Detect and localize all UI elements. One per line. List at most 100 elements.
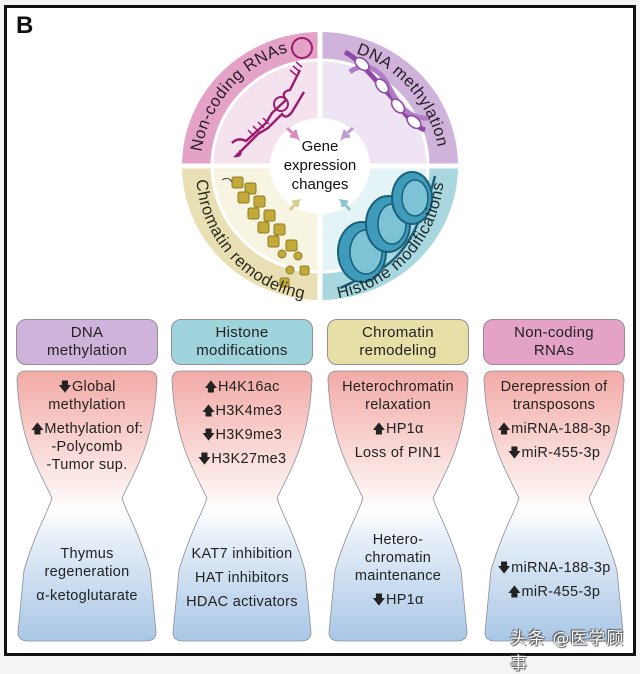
column-header-line: DNA: [70, 324, 104, 341]
list-item: 🡅miR-455-3p: [483, 583, 625, 601]
aging-effects-list: Derepression of transposons 🡅miRNA-188-3p 🡇…: [483, 378, 625, 462]
list-item-text: miR-455-3p: [521, 445, 601, 461]
list-item: -Tumor sup.: [16, 456, 158, 474]
list-item-text: Loss of PIN1: [354, 445, 442, 461]
list-item: 🡇HP1α: [327, 591, 469, 609]
list-item: α-ketoglutarate: [16, 587, 158, 605]
list-item: 🡇H3K9me3: [171, 426, 313, 444]
list-item: 🡇H3K27me3: [171, 450, 313, 468]
list-item: 🡅HP1α: [327, 420, 469, 438]
list-item: Thymus: [16, 545, 158, 563]
rejuvenation-list: 🡇miRNA-188-3p 🡅miR-455-3p: [483, 559, 625, 601]
list-item-text: -Tumor sup.: [46, 457, 128, 473]
list-item-text: KAT7 inhibition: [191, 546, 293, 562]
list-item-text: methylation: [48, 397, 126, 413]
center-disc: [270, 118, 370, 214]
list-item-text: H4K16ac: [217, 379, 280, 395]
list-item-text: miR-455-3p: [521, 584, 601, 600]
arrow-up-icon: 🡅: [507, 584, 522, 599]
rejuvenation-list: Hetero-chromatin maintenance 🡇HP1α: [327, 531, 469, 609]
dna-helix-icon: [343, 49, 431, 133]
list-item: maintenance: [327, 567, 469, 585]
list-item: relaxation: [327, 396, 469, 414]
column-header-line: Histone: [215, 324, 269, 341]
panel-label: B: [16, 12, 34, 39]
column-header-line: methylation: [46, 342, 127, 359]
arrow-up-icon: 🡅: [372, 421, 386, 436]
list-item: Loss of PIN1: [327, 444, 469, 462]
list-item: KAT7 inhibition: [171, 545, 313, 563]
list-item-text: maintenance: [354, 568, 442, 584]
list-item-text: HDAC activators: [186, 594, 298, 610]
ring-separator: [210, 58, 430, 274]
list-item-text: H3K4me3: [215, 403, 283, 419]
column-header-line: remodeling: [359, 342, 437, 359]
list-item: transposons: [483, 396, 625, 414]
list-item: methylation: [16, 396, 158, 414]
column-header-line: RNAs: [533, 342, 575, 359]
center-arrows: [285, 126, 355, 211]
list-item-text: miRNA-188-3p: [511, 421, 611, 437]
column-header-line: Non-coding: [514, 324, 594, 341]
list-item: Hetero-: [327, 531, 469, 549]
hourglass-body: [171, 370, 313, 642]
center-text-line-2: expression: [284, 157, 357, 174]
epigenetic-wheel: Gene expression changes Non-coding RNAs …: [180, 30, 460, 303]
list-item-text: Derepression of: [500, 379, 608, 395]
arrow-up-icon: 🡅: [201, 403, 216, 418]
list-item: HAT inhibitors: [171, 569, 313, 587]
arrow-down-icon: 🡇: [507, 445, 522, 460]
watermark: 头条 @医学顾事: [510, 629, 625, 674]
center-text-line-3: changes: [292, 176, 349, 193]
list-item-text: Global: [71, 379, 116, 395]
list-item-text: HP1α: [385, 421, 424, 437]
list-item-text: miRNA-188-3p: [511, 560, 611, 576]
column-header-line: Chromatin: [362, 324, 434, 341]
list-item: Derepression of: [483, 378, 625, 396]
arrow-down-icon: 🡇: [497, 560, 512, 575]
arrow-down-icon: 🡇: [58, 379, 72, 394]
list-item-text: Heterochromatin: [342, 379, 454, 395]
rejuvenation-list: Thymus regeneration α-ketoglutarate: [16, 545, 158, 605]
hourglass-body: [483, 370, 625, 642]
list-item: 🡅miRNA-188-3p: [483, 420, 625, 438]
list-item-text: H3K9me3: [215, 427, 283, 443]
list-item-text: HP1α: [385, 592, 424, 608]
center-text-line-1: Gene: [302, 138, 339, 155]
list-item: HDAC activators: [171, 593, 313, 611]
arrow-up-icon: 🡅: [204, 379, 218, 394]
list-item: 🡅H4K16ac: [171, 378, 313, 396]
list-item-text: Hetero-: [372, 532, 424, 548]
list-item-text: HAT inhibitors: [195, 570, 289, 586]
list-item: regeneration: [16, 563, 158, 581]
rna-hairpin-icon: [231, 37, 313, 158]
column-header-line: modifications: [196, 342, 288, 359]
list-item-text: α-ketoglutarate: [36, 588, 138, 604]
list-item-text: Thymus: [60, 546, 114, 562]
arrow-down-icon: 🡇: [201, 427, 216, 442]
list-item-text: Methylation of:: [44, 421, 144, 437]
hourglass-body: [327, 370, 469, 642]
list-item: Heterochromatin: [327, 378, 469, 396]
list-item-text: relaxation: [365, 397, 431, 413]
aging-effects-list: 🡅H4K16ac🡅H3K4me3🡇H3K9me3🡇H3K27me3: [171, 378, 313, 468]
list-item: 🡇miRNA-188-3p: [483, 559, 625, 577]
list-item-text: -Polycomb: [51, 439, 123, 455]
list-item-text: chromatin: [364, 550, 432, 566]
list-item: chromatin: [327, 549, 469, 567]
list-item: 🡅H3K4me3: [171, 402, 313, 420]
list-item: -Polycomb: [16, 438, 158, 456]
chromatin-fiber-icon: [221, 176, 310, 288]
list-item-text: regeneration: [44, 564, 130, 580]
list-item-text: transposons: [512, 397, 596, 413]
